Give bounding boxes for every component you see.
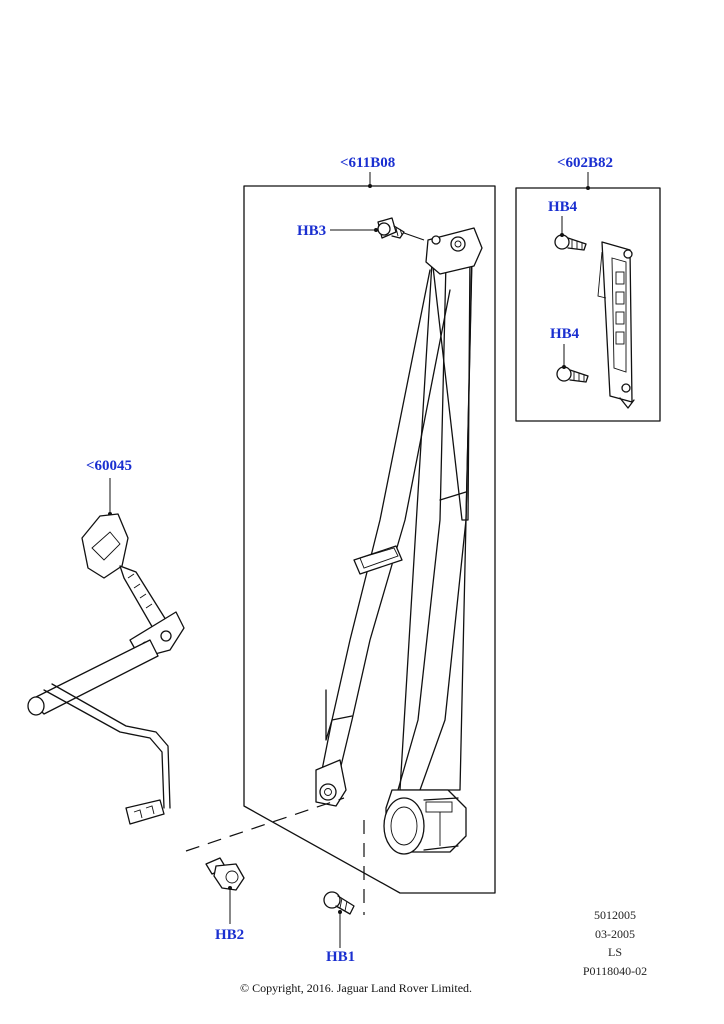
callout-belt-assembly[interactable]: <611B08 (340, 155, 396, 171)
height-adjuster-frame (515, 172, 661, 422)
bolt-hb4-lower (556, 344, 589, 383)
assembly-dashed-guides (185, 797, 365, 915)
reference-side: LS (607, 945, 622, 959)
callout-height-adjuster[interactable]: <602B82 (557, 155, 614, 171)
reference-block: 5012005 03-2005 LS P0118040-02 (570, 906, 660, 980)
callout-bolt-hb4-upper[interactable]: HB4 (548, 199, 578, 215)
bolt-hb2 (205, 857, 245, 924)
callout-bolt-hb2[interactable]: HB2 (215, 927, 245, 943)
lower-anchor-bracket (315, 759, 347, 807)
bolt-hb3 (330, 217, 425, 241)
reference-illustration-id: P0118040-02 (582, 963, 648, 978)
seat-belt-webbing (319, 249, 473, 791)
callout-buckle[interactable]: <60045 (86, 458, 133, 474)
bolt-hb4-upper (554, 216, 587, 251)
reference-date-code: 5012005 (594, 908, 636, 922)
belt-guide-loop (353, 545, 403, 575)
callout-bolt-hb4-lower[interactable]: HB4 (550, 326, 580, 342)
belt-assembly-frame (243, 172, 496, 894)
height-adjuster-rail (597, 241, 635, 409)
buckle-assembly (27, 478, 185, 825)
reference-month-year: 03-2005 (595, 926, 635, 941)
retractor-reel (383, 789, 467, 855)
d-ring-anchor (425, 227, 483, 275)
callout-bolt-hb1[interactable]: HB1 (326, 949, 356, 965)
callout-bolt-hb3[interactable]: HB3 (297, 223, 327, 239)
copyright-notice: © Copyright, 2016. Jaguar Land Rover Lim… (239, 981, 473, 995)
bolt-hb1 (323, 891, 355, 948)
